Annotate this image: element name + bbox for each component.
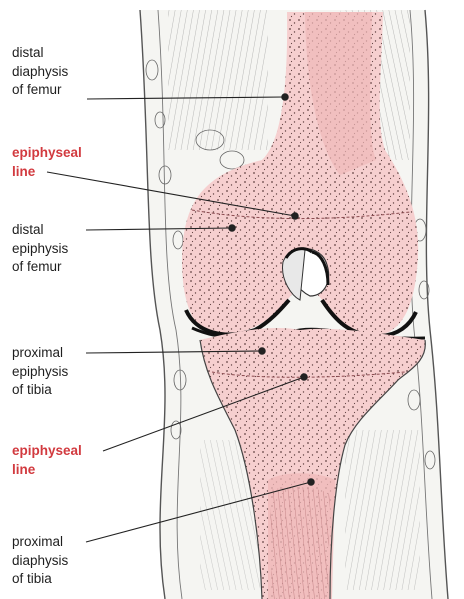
pin-distal-epiphysis <box>229 225 235 231</box>
label-distal-diaphysis-of-femur: distal diaphysis of femur <box>12 44 68 100</box>
label-epiphyseal-line-femur: epiphyseal line <box>12 144 82 181</box>
pin-distal-diaphysis <box>282 94 288 100</box>
label-line: epiphyseal <box>12 144 82 163</box>
label-line: of tibia <box>12 570 68 589</box>
label-line: epiphyseal <box>12 442 82 461</box>
label-line: of femur <box>12 258 68 277</box>
label-proximal-epiphysis-of-tibia: proximal epiphysis of tibia <box>12 344 68 400</box>
label-line: of tibia <box>12 381 68 400</box>
label-line: distal <box>12 221 68 240</box>
label-line: distal <box>12 44 68 63</box>
pin-epiphyseal-line-femur <box>292 213 298 219</box>
label-line: proximal <box>12 533 68 552</box>
label-line: epiphysis <box>12 240 68 259</box>
label-epiphyseal-line-tibia: epiphyseal line <box>12 442 82 479</box>
pin-proximal-epiphysis <box>259 348 265 354</box>
label-line: line <box>12 461 82 480</box>
label-line: diaphysis <box>12 63 68 82</box>
pin-proximal-diaphysis <box>308 479 314 485</box>
label-line: diaphysis <box>12 552 68 571</box>
label-line: line <box>12 163 82 182</box>
pin-epiphyseal-line-tibia <box>301 374 307 380</box>
label-proximal-diaphysis-of-tibia: proximal diaphysis of tibia <box>12 533 68 589</box>
label-distal-epiphysis-of-femur: distal epiphysis of femur <box>12 221 68 277</box>
label-line: epiphysis <box>12 363 68 382</box>
label-line: of femur <box>12 81 68 100</box>
label-line: proximal <box>12 344 68 363</box>
